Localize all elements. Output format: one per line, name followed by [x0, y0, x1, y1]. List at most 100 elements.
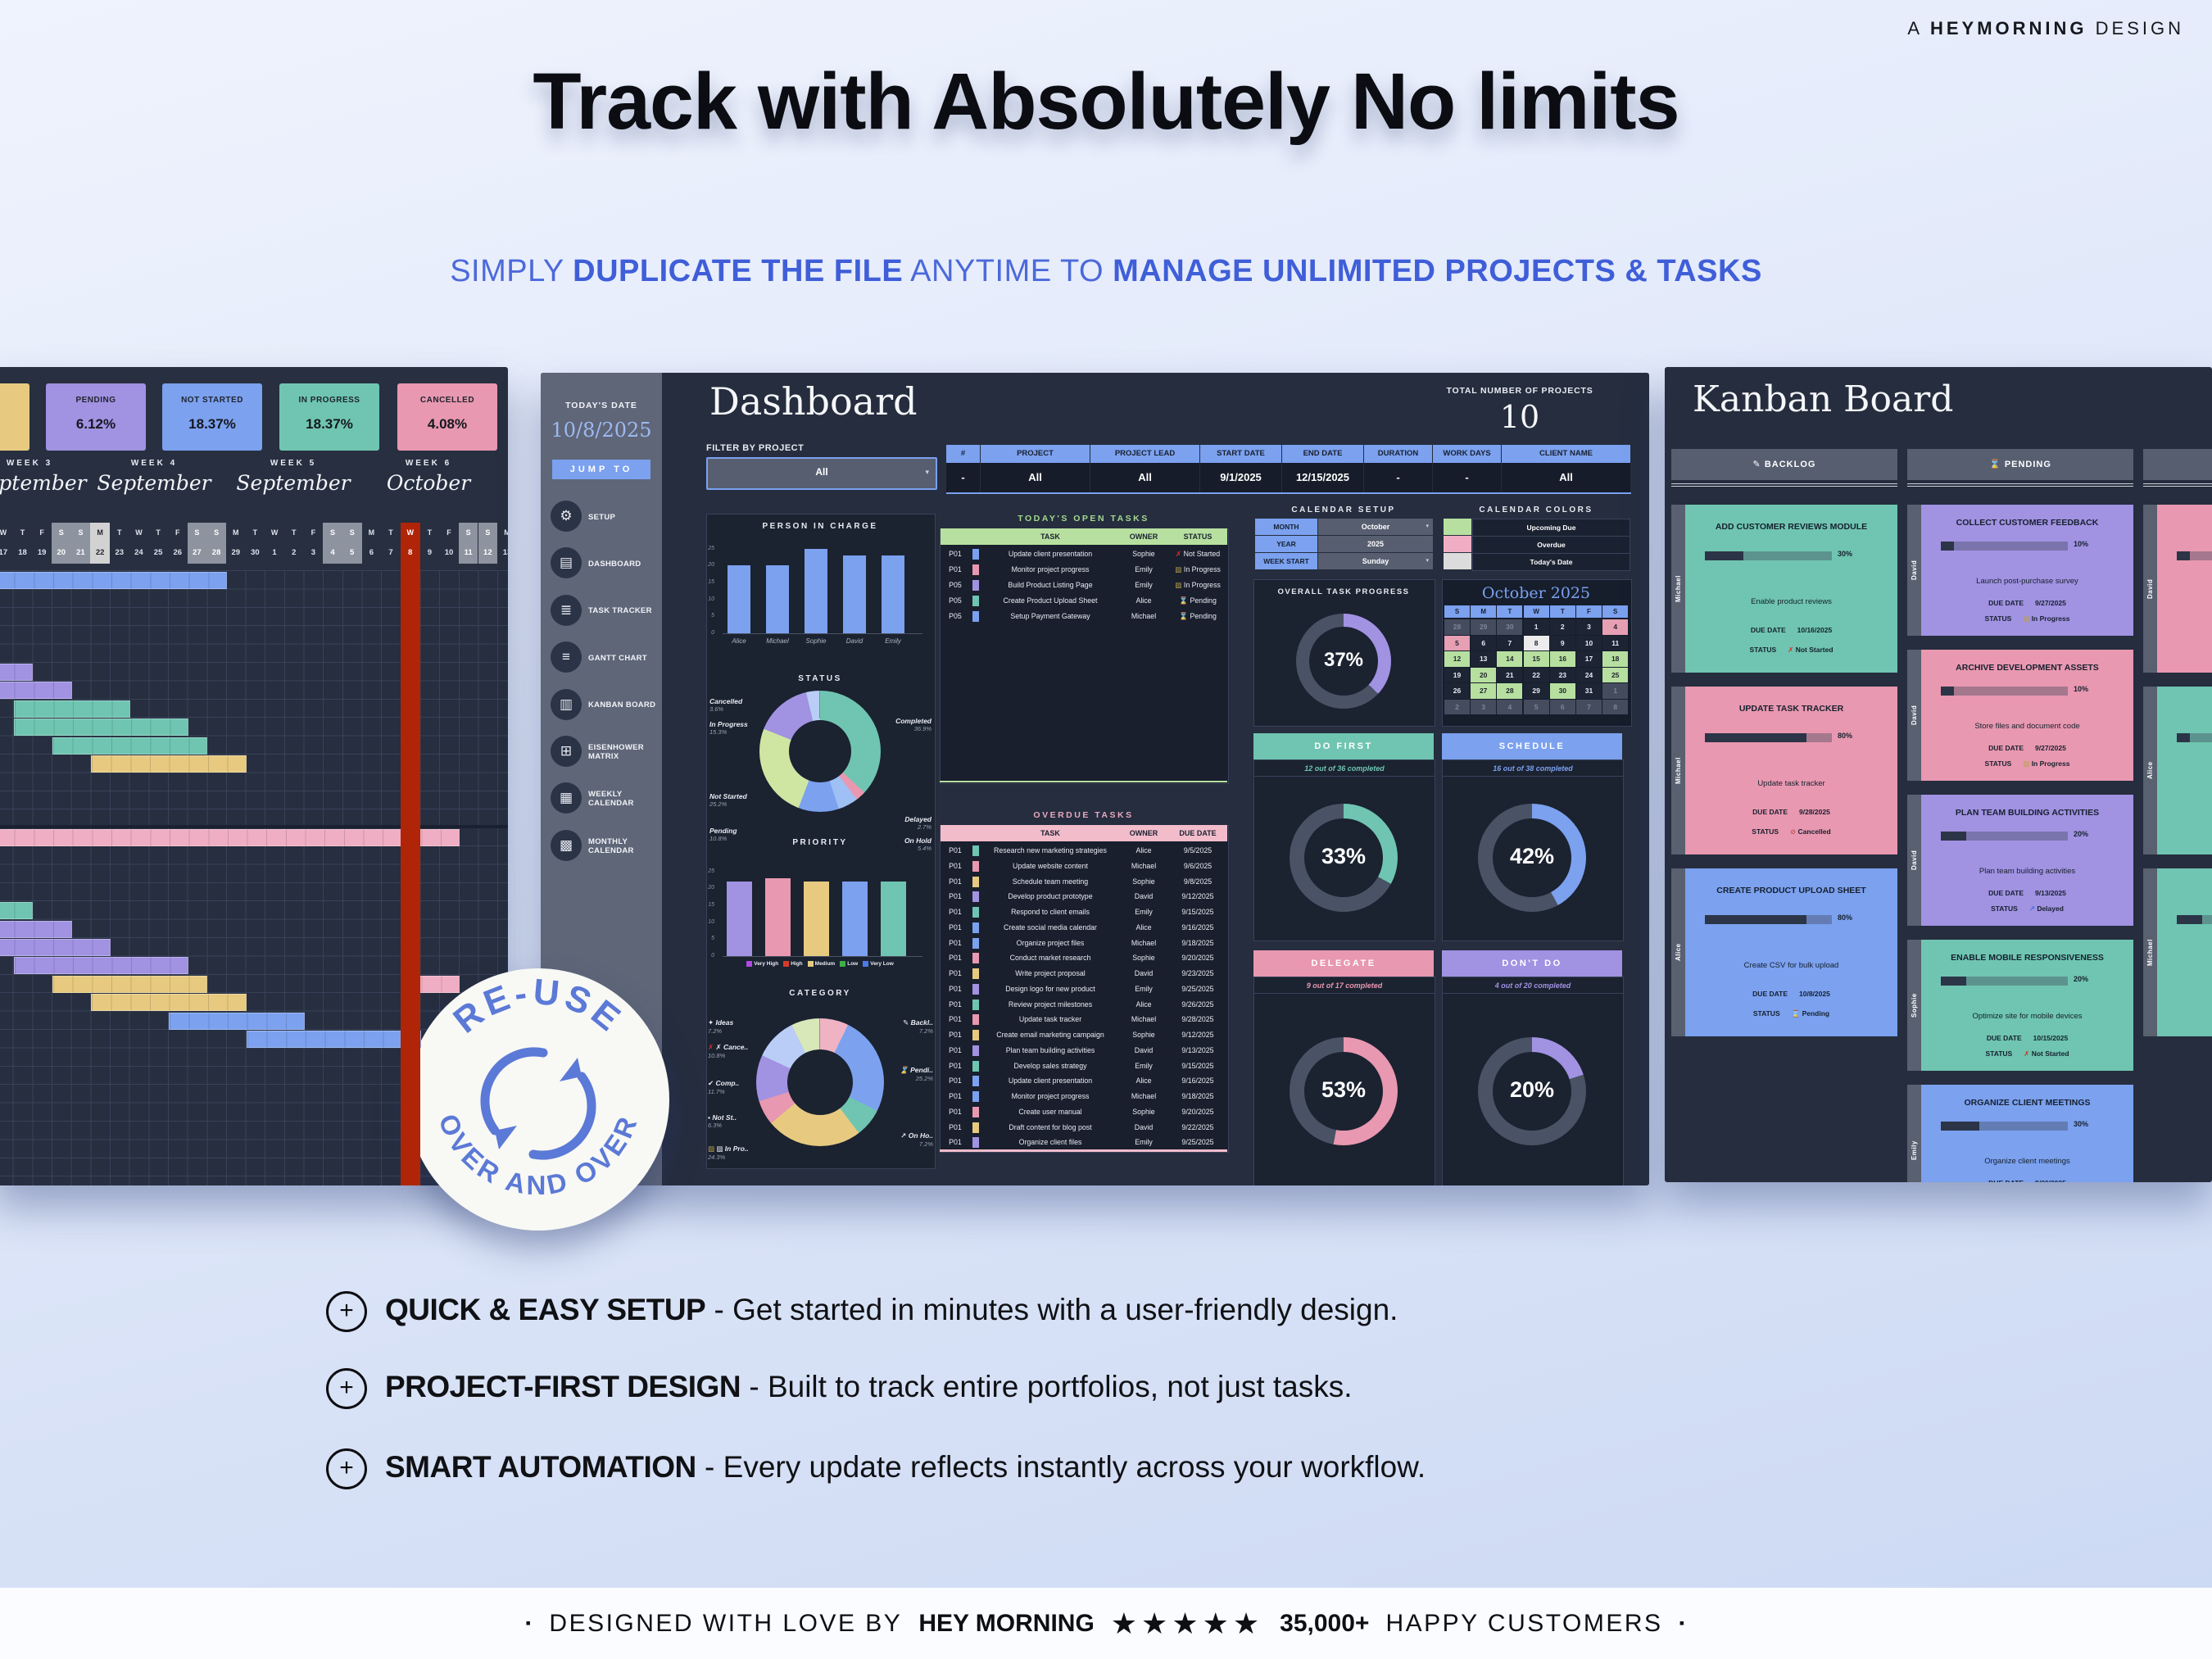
mini-calendar-day-header: S	[1444, 605, 1470, 618]
mini-calendar-cell: 23	[1549, 667, 1575, 682]
sidebar-item-kanban-board[interactable]: ▥KANBAN BOARD	[541, 686, 662, 725]
overdue-tasks-card	[940, 825, 1229, 1153]
svg-text:RE-USE: RE-USE	[446, 972, 630, 1041]
task-color-tag	[972, 596, 979, 606]
in-progress-icon: ▨	[1175, 581, 1184, 589]
sidebar-item-eisenhower-matrix[interactable]: ⊞EISENHOWER MATRIX	[541, 732, 662, 772]
quadrant-ring-value: 20%	[1509, 1077, 1555, 1103]
priority-chart-title: PRIORITY	[792, 838, 848, 847]
mini-calendar-cell: 7	[1576, 699, 1602, 714]
project-filter-dropdown[interactable]: All▾	[706, 457, 937, 490]
card-status-value: ⌛ Pending	[1791, 1009, 1830, 1018]
filter-table-header: CLIENT NAME	[1502, 445, 1630, 463]
legend-swatch	[840, 961, 846, 967]
card-progress-pct: 30%	[2074, 1119, 2089, 1128]
legend-swatch	[746, 961, 753, 967]
filter-table-header: PROJECT LEAD	[1090, 445, 1199, 463]
status-card-label: IN PROGRESS	[298, 396, 360, 405]
card-title: L	[2162, 886, 2212, 895]
sidebar-item-gantt-chart[interactable]: ≡GANTT CHART	[541, 638, 662, 678]
y-tick: 20	[708, 562, 714, 569]
y-tick: 5	[711, 613, 714, 619]
card-due-label: DUE DATE	[1750, 625, 1786, 634]
credit-prefix: A	[1907, 18, 1922, 39]
day-number-cell: 20	[51, 542, 71, 564]
overdue-cell	[970, 936, 981, 951]
in-progress-icon: ▨	[708, 1145, 717, 1153]
task-color-tag	[972, 549, 979, 560]
gantt-bar	[13, 700, 130, 718]
calendar-setup-value[interactable]: October▾	[1318, 519, 1433, 535]
sidebar-item-label: MONTHLY CALENDAR	[588, 836, 634, 855]
delayed-icon: ↗	[2028, 904, 2037, 913]
sidebar-item-dashboard[interactable]: ▤DASHBOARD	[541, 544, 662, 583]
sidebar-item-monthly-calendar[interactable]: ▩MONTHLY CALENDAR	[541, 827, 662, 866]
column-divider	[1671, 483, 1897, 484]
overdue-cell	[970, 966, 981, 981]
calendar-color-swatch	[1444, 553, 1471, 569]
kanban-card[interactable]: MichaelL20%GDUE DATESTATUS	[2143, 868, 2212, 1036]
quadrant-ring-hole	[1304, 1052, 1383, 1131]
overdue-cell: Update task tracker	[1018, 1015, 1082, 1024]
sidebar-item-setup[interactable]: ⚙SETUP	[541, 497, 662, 537]
overdue-cell: P01	[949, 892, 962, 901]
card-title: CREATE PRODUCT UPLOAD SHEET	[1716, 885, 1866, 895]
card-owner-label: Alice	[2146, 761, 2154, 780]
overdue-cell: 9/26/2025	[1181, 999, 1214, 1009]
card-status-row: STATUS⌛ Pending	[1690, 1009, 1892, 1018]
week-label: WEEK 5	[270, 459, 317, 468]
overdue-header-cell	[970, 825, 981, 841]
mini-calendar-cell: 29	[1523, 683, 1549, 699]
card-progress-track	[1941, 541, 2068, 551]
mini-calendar-day-header: T	[1549, 605, 1575, 618]
kanban-card[interactable]: DavidANA10%ADUE DATESTATUS	[2143, 505, 2212, 673]
day-number-cell: 3	[310, 548, 316, 557]
page-title: Track with Absolutely No limits	[533, 57, 1679, 146]
quadrant-ring	[1478, 1037, 1586, 1145]
overall-progress-ring-hole	[1309, 627, 1378, 696]
gantt-bar	[0, 682, 72, 700]
overdue-cell	[970, 889, 981, 904]
status-card-value: %	[0, 416, 29, 433]
jump-to-button[interactable]: JUMP TO	[552, 460, 650, 479]
card-title: ORGANIZE CLIENT MEETINGS	[1964, 1098, 2091, 1108]
card-owner-label: Alice	[1675, 943, 1682, 962]
day-number-cell: 5	[342, 542, 362, 564]
footer-count: 35,000+	[1280, 1609, 1370, 1637]
kanban-card[interactable]: AliceUPDA10%UpDUE DATESTATUS	[2143, 687, 2212, 854]
quadrant-ring	[1478, 804, 1586, 912]
sidebar-item-task-tracker[interactable]: ≣TASK TRACKER	[541, 592, 662, 631]
sidebar-item-weekly-calendar[interactable]: ▦WEEKLY CALENDAR	[541, 779, 662, 818]
calendar-setup-value[interactable]: Sunday▾	[1318, 553, 1433, 569]
day-number-cell: 29	[231, 548, 241, 557]
card-progress-fill	[1705, 915, 1806, 925]
card-status-row: STATUS↗ Delayed	[1926, 904, 2128, 913]
overdue-header-cell: TASK	[981, 825, 1119, 841]
card-description: Plan team building activities	[1979, 867, 2076, 876]
person-bar	[843, 555, 866, 633]
task-color-tag	[972, 1014, 979, 1026]
open-header-cell: STATUS	[1168, 528, 1227, 545]
setup-icon: ⚙	[551, 501, 582, 532]
open-tasks-underline	[940, 781, 1227, 782]
category-pct: 11.7%	[708, 1088, 725, 1095]
day-letter-cell: F	[175, 528, 180, 537]
card-owner-label: Sophie	[1911, 993, 1918, 1018]
overdue-cell: Alice	[1135, 999, 1152, 1009]
day-number-cell: 26	[173, 548, 183, 557]
task-color-tag	[972, 845, 979, 856]
